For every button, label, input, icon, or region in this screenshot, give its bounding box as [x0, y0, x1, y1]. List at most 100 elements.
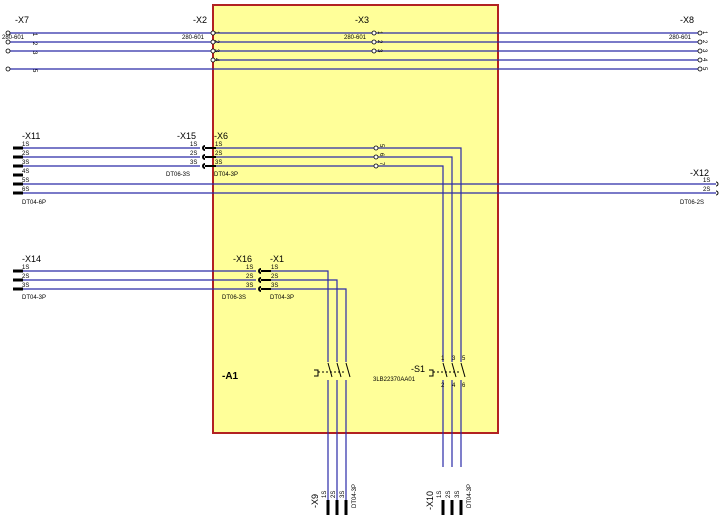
- x15-pin-2: 2S: [190, 151, 197, 157]
- x2-pin-2: 2: [213, 40, 219, 44]
- x1-pin-3: 3S: [271, 283, 278, 289]
- component-a1-box[interactable]: [212, 4, 499, 434]
- x2-terminal-1: [210, 30, 216, 36]
- x10-part: DT04-3P: [467, 484, 473, 508]
- component-a1-label: -A1: [222, 371, 239, 382]
- x12-pin-2: 2S: [703, 187, 710, 193]
- x9-wire-stubs: [327, 467, 347, 500]
- x8-pin-4: 4: [701, 58, 707, 62]
- x15-pin-1: 1S: [190, 142, 197, 148]
- wire-x1-3-down: [270, 288, 347, 467]
- x7-terminal-5: [5, 66, 11, 72]
- wire-x1-1-down: [270, 270, 329, 467]
- x9-plug: [326, 500, 348, 515]
- x16-part: DT06-3S: [222, 295, 246, 301]
- s1-pin-6: 6: [462, 383, 466, 389]
- x1-pin-2: 2S: [271, 274, 278, 280]
- x2-terminal-3: [210, 48, 216, 54]
- x3-pin-2: 2: [376, 40, 382, 44]
- s1-part: 3LB22370AA01: [373, 377, 416, 383]
- x3-pin-3: 3: [376, 49, 382, 53]
- x6-pin-3: 3S: [215, 160, 222, 166]
- x14-name: -X14: [22, 254, 41, 264]
- x2-pin-4: 4: [213, 58, 219, 62]
- s1-pin-3: 3: [452, 356, 456, 362]
- x6-pin-2: 2S: [215, 151, 222, 157]
- x9-pin-3: 3S: [340, 491, 346, 498]
- x8-terminal-3: [697, 48, 703, 54]
- switch-s1[interactable]: [429, 362, 466, 380]
- x7-terminal-2: [5, 39, 11, 45]
- x10-pin-3: 3S: [455, 491, 461, 498]
- x10-pin-2: 2S: [446, 491, 452, 498]
- x11-part: DT04-6P: [22, 200, 46, 206]
- x7-pin-5: 5: [31, 69, 37, 73]
- wire-x1-2-down: [270, 279, 338, 467]
- x3-terminal-3: [371, 48, 377, 54]
- s1-pin-1: 1: [441, 356, 445, 362]
- x7-terminal-1: [5, 30, 11, 36]
- low-wires: [20, 270, 347, 467]
- x15-part: DT06-3S: [166, 172, 190, 178]
- x11-pin-1: 1S: [22, 142, 29, 148]
- x6-right-terminals: [373, 145, 379, 169]
- x8-terminal-1: [697, 30, 703, 36]
- x9-pin-1: 1S: [322, 491, 328, 498]
- x8-terminal-2: [697, 39, 703, 45]
- x11-pin-5: 5S: [22, 178, 29, 184]
- switch-x1-contacts[interactable]: [314, 362, 352, 380]
- x11-pin-2: 2S: [22, 151, 29, 157]
- x8-terminal-4: [697, 57, 703, 63]
- x16-pin-3: 3S: [246, 283, 253, 289]
- x7-pin-1: 1: [31, 33, 37, 37]
- x15-x6-plug: [202, 145, 216, 169]
- x10-pin-1: 1S: [437, 491, 443, 498]
- x7-pin-3: 3: [31, 51, 37, 55]
- x12-name: -X12: [690, 168, 709, 178]
- x16-x1-plug: [258, 268, 271, 292]
- x10-name: -X10: [425, 491, 435, 510]
- x11-pin-6: 6S: [22, 187, 29, 193]
- x6-name: -X6: [214, 131, 228, 141]
- x9-name: -X9: [310, 494, 320, 508]
- x7-pin-2: 2: [31, 42, 37, 46]
- x7-name: -X7: [15, 15, 29, 25]
- x2-part: 280-601: [182, 35, 205, 41]
- s1-pin-4: 4: [452, 383, 456, 389]
- x16-name: -X16: [233, 254, 252, 264]
- x8-pin-3: 3: [701, 49, 707, 53]
- x9-pin-2: 2S: [331, 491, 337, 498]
- x3-part: 280-601: [344, 35, 367, 41]
- x14-pin-1: 1S: [22, 265, 29, 271]
- x3-pin-1: 1: [376, 31, 382, 35]
- x12-plug: [715, 181, 719, 196]
- x3-terminal-1: [371, 30, 377, 36]
- x3-name: -X3: [355, 15, 369, 25]
- x11-pin-3: 3S: [22, 160, 29, 166]
- x14-pin-2: 2S: [22, 274, 29, 280]
- x2-terminal-2: [210, 39, 216, 45]
- wire-x6-5-to-s1: [378, 147, 462, 467]
- x6-right-pin-5: 5: [378, 144, 384, 148]
- x14-pin-3: 3S: [22, 283, 29, 289]
- x2-terminal-4: [210, 57, 216, 63]
- x16-pin-2: 2S: [246, 274, 253, 280]
- x2-pin-1: 1: [213, 31, 219, 35]
- x8-part: 280-601: [669, 35, 692, 41]
- s1-pin-2: 2: [441, 383, 445, 389]
- x6-right-pin-7: 7: [378, 162, 384, 166]
- x2-pin-3: 3: [213, 49, 219, 53]
- x6-right-pin-6: 6: [378, 153, 384, 157]
- s1-pin-5: 5: [462, 356, 466, 362]
- x6-pin-1: 1S: [215, 142, 222, 148]
- x3-terminal-2: [371, 39, 377, 45]
- x1-name: -X1: [270, 254, 284, 264]
- x12-part: DT06-2S: [680, 200, 704, 206]
- x8-pin-2: 2: [701, 40, 707, 44]
- x8-pin-1: 1: [701, 31, 707, 35]
- x8-terminal-5: [697, 66, 703, 72]
- x6-part: DT04-3P: [214, 172, 238, 178]
- x1-part: DT04-3P: [270, 295, 294, 301]
- top-bus-wires: [8, 32, 700, 70]
